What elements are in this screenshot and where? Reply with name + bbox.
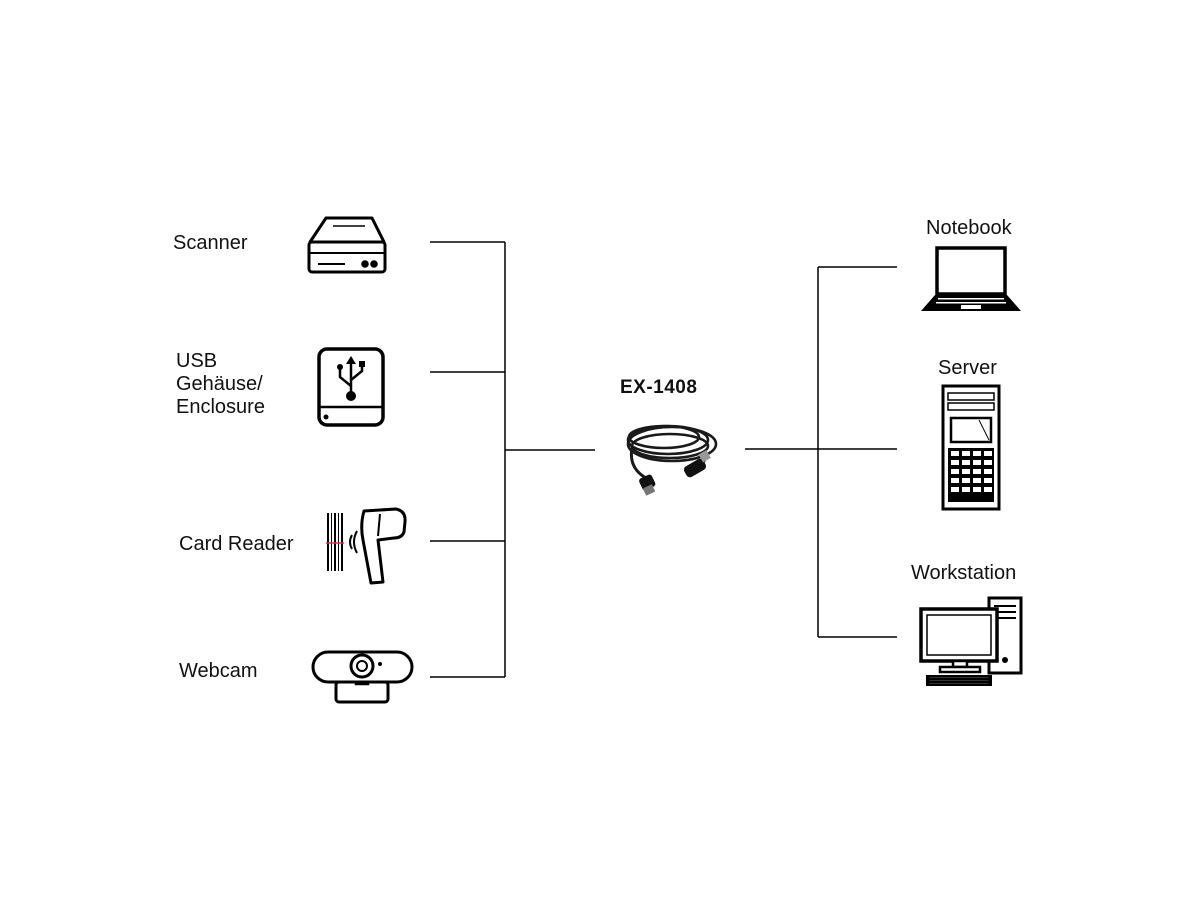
- label-card-reader: Card Reader: [179, 533, 294, 555]
- label-notebook: Notebook: [926, 217, 1012, 239]
- label-webcam: Webcam: [179, 660, 258, 682]
- scanner-icon: [307, 216, 387, 274]
- label-usb-enclosure: USB Gehäuse/ Enclosure: [176, 350, 265, 418]
- label-ex-1408: EX-1408: [620, 377, 698, 398]
- desktop-workstation-icon: [919, 596, 1023, 686]
- usb-extension-cable-icon: [626, 424, 718, 496]
- usb-drive-enclosure-icon: [317, 347, 385, 427]
- label-server: Server: [938, 357, 997, 379]
- laptop-icon: [921, 246, 1021, 311]
- label-workstation: Workstation: [911, 562, 1017, 584]
- connector-lines: [430, 241, 897, 678]
- webcam-icon: [311, 650, 414, 704]
- server-tower-icon: [941, 384, 1001, 511]
- label-scanner: Scanner: [173, 232, 248, 254]
- barcode-reader-icon: [326, 507, 407, 585]
